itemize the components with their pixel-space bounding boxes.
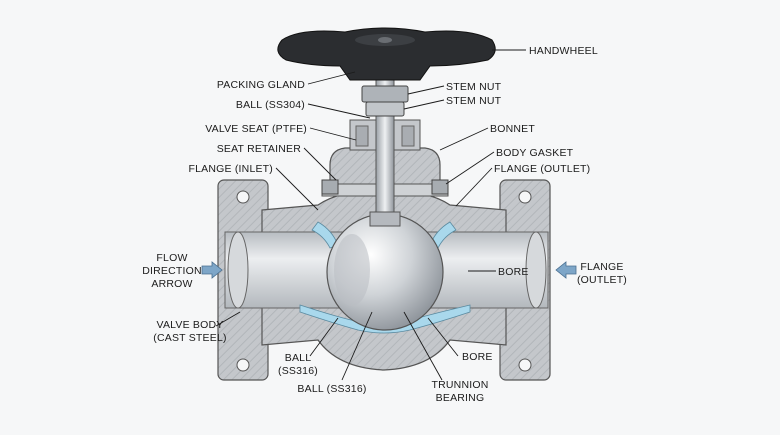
label-bore-bottom: BORE [462, 351, 493, 363]
label-trunnion-2: BEARING [436, 392, 485, 404]
label-ball-ss316-bottom: BALL (SS316) [297, 383, 366, 395]
flow-arrow-right [555, 261, 577, 279]
label-flow-direction-3: ARROW [151, 278, 192, 290]
labels: HANDWHEEL PACKING GLAND STEM NUT STEM NU… [142, 45, 627, 404]
leader-lines [215, 49, 526, 381]
label-seat-retainer: SEAT RETAINER [217, 143, 301, 155]
label-flow-direction-2: DIRECTION [142, 265, 202, 277]
label-bonnet: BONNET [490, 123, 535, 135]
label-body-gasket: BODY GASKET [496, 147, 574, 159]
label-packing-gland: PACKING GLAND [217, 79, 305, 91]
flow-arrow-left [201, 261, 223, 279]
label-flow-direction-1: FLOW [156, 252, 187, 264]
label-stem-nut-2: STEM NUT [446, 95, 502, 107]
label-flange-outlet-right-2: (OUTLET) [577, 274, 627, 286]
label-ball-ss316-left-1: BALL [285, 352, 312, 364]
label-valve-body-1: VALVE BODY [157, 319, 224, 331]
label-flange-outlet-top: FLANGE (OUTLET) [494, 163, 590, 175]
ball [326, 213, 444, 331]
label-ball-ss316-left-2: (SS316) [278, 365, 318, 377]
body-bolts [321, 179, 449, 195]
label-valve-body-2: (CAST STEEL) [153, 332, 226, 344]
label-bore-right: BORE [498, 266, 529, 278]
label-flange-outlet-right-1: FLANGE [580, 261, 623, 273]
label-flange-inlet: FLANGE (INLET) [189, 163, 273, 175]
label-handwheel: HANDWHEEL [529, 45, 598, 57]
label-ball-ss304: BALL (SS304) [236, 99, 305, 111]
stem-nuts [361, 85, 409, 117]
label-trunnion-1: TRUNNION [431, 379, 488, 391]
label-stem-nut-1: STEM NUT [446, 81, 502, 93]
label-valve-seat-ptfe: VALVE SEAT (PTFE) [205, 123, 307, 135]
handwheel [277, 27, 496, 81]
